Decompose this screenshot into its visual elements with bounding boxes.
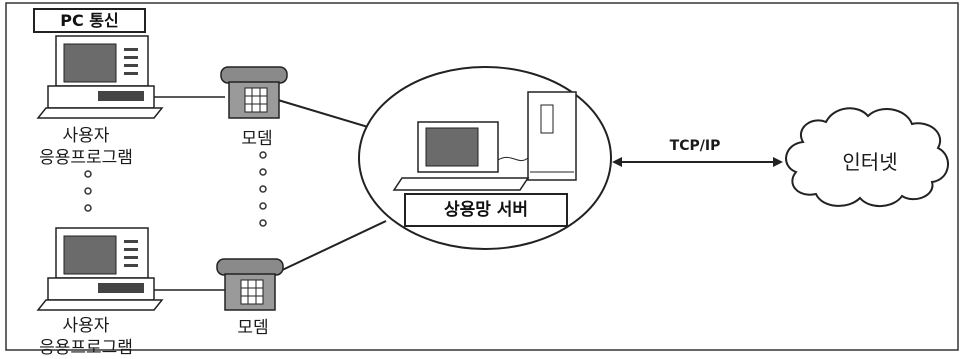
user-label-line2: 응용프로그램 — [39, 148, 133, 168]
server-label: 상용망 서버 — [404, 193, 568, 227]
internet-label: 인터넷 — [842, 150, 898, 174]
tcpip-label: TCP/IP — [669, 138, 721, 154]
pc-computer-icon — [36, 35, 164, 119]
user-label: 사용자 응용프로그램 — [6, 315, 166, 359]
user-label-line2: 응용프로그램 — [39, 338, 133, 358]
internet-cloud — [785, 107, 949, 207]
modem-label: 모뎀 — [241, 129, 273, 149]
pc-ellipsis-dots — [84, 170, 92, 212]
server-computer-icon — [392, 91, 577, 191]
pc-computer-icon — [36, 227, 164, 311]
outer-frame — [5, 2, 959, 351]
user-label-line1: 사용자 — [62, 316, 110, 336]
modem-ellipsis-dots — [259, 151, 267, 227]
pc-communication-title: PC 통신 — [33, 8, 146, 33]
modem-phone-icon — [216, 258, 284, 311]
modem2-server-line — [277, 220, 387, 273]
user-label-line1: 사용자 — [62, 126, 110, 146]
modem-label: 모뎀 — [237, 318, 269, 338]
modem-phone-icon — [220, 66, 288, 119]
modem1-server-line — [277, 99, 379, 131]
user-label: 사용자 응용프로그램 — [6, 125, 166, 169]
